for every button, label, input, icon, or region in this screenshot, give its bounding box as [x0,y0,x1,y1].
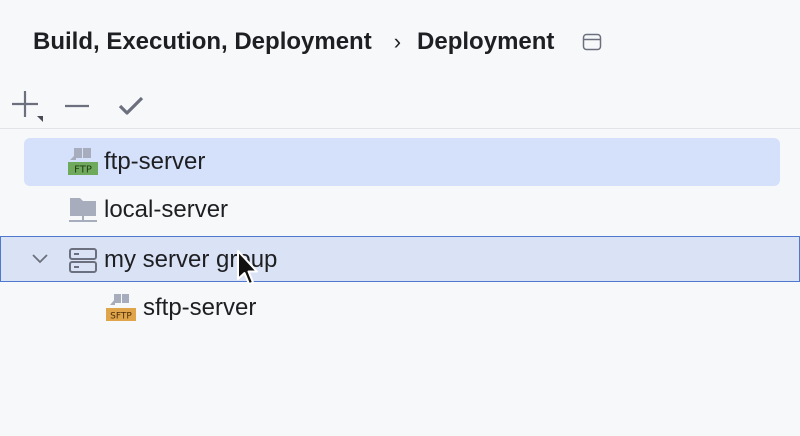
tree-item-label: ftp-server [104,148,206,175]
check-icon [118,96,144,115]
ftp-server-icon: FTP [68,148,98,176]
tree-item-label: my server group [104,246,278,273]
tree-item-ftp-server[interactable]: FTP ftp-server [0,138,800,186]
server-group-icon [69,248,97,273]
remove-button[interactable] [59,88,95,124]
breadcrumb-parent[interactable]: Build, Execution, Deployment [33,28,372,55]
tree-item-sftp-server[interactable]: SFTP sftp-server [0,284,800,332]
plus-icon [12,91,43,122]
breadcrumb-current: Deployment [417,28,555,55]
tree-item-my-server-group[interactable]: my server group [0,236,800,284]
toolbar [0,84,800,128]
toolbar-divider [0,128,800,129]
breadcrumb-separator: › [393,29,402,54]
focus-highlight [0,236,800,282]
tree-item-label: sftp-server [143,294,257,321]
window-icon[interactable] [582,33,602,51]
sftp-badge: SFTP [110,312,132,322]
sftp-server-icon: SFTP [106,294,136,322]
chevron-down-icon[interactable] [30,248,50,268]
breadcrumb: Build, Execution, Deployment › Deploymen… [33,26,602,58]
ftp-badge: FTP [74,165,92,176]
tree-item-label: local-server [104,196,229,223]
selection-highlight [24,138,780,186]
apply-button[interactable] [113,88,149,124]
local-server-icon [69,198,97,222]
add-button[interactable] [7,88,43,124]
tree-item-local-server[interactable]: local-server [0,186,800,234]
minus-icon [65,104,89,108]
